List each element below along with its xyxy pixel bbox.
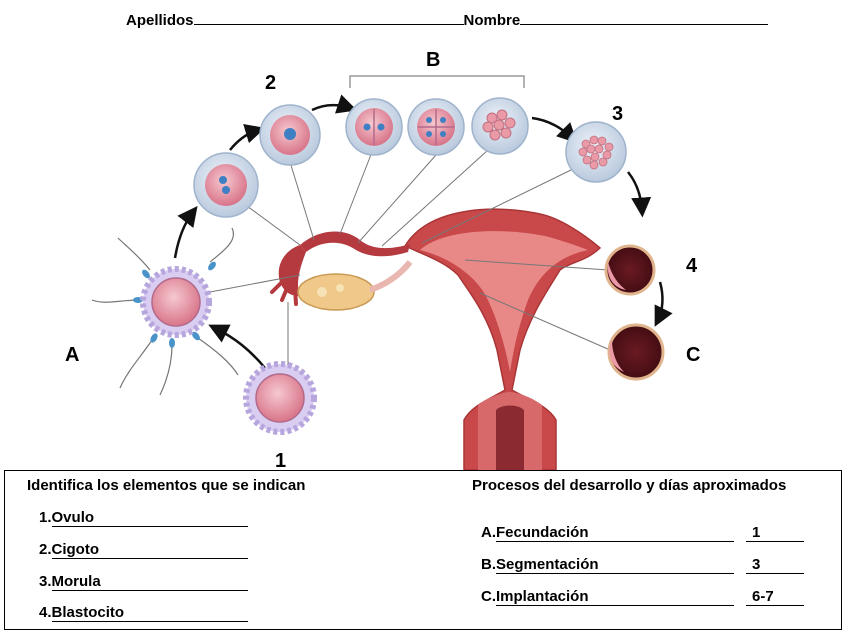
process-item-C: C.Implantación 6-7 bbox=[481, 588, 804, 606]
process-answer: Implantación bbox=[496, 588, 589, 605]
uterus bbox=[403, 208, 602, 470]
element-answer: Morula bbox=[51, 573, 101, 590]
zygote bbox=[259, 104, 321, 166]
b-bracket bbox=[349, 75, 525, 88]
element-answer-field[interactable]: Cigoto bbox=[51, 541, 248, 559]
process-answer: Fecundación bbox=[496, 524, 589, 541]
element-answer-field[interactable]: Blastocito bbox=[51, 604, 248, 622]
label-A: A bbox=[65, 344, 79, 366]
leader-lines bbox=[209, 149, 611, 368]
element-answer: Ovulo bbox=[51, 509, 95, 526]
zygote-two-pronuclei bbox=[193, 152, 259, 218]
element-answer-field[interactable]: Ovulo bbox=[51, 509, 248, 527]
process-days: 6-7 bbox=[752, 588, 774, 605]
element-num: 3. bbox=[39, 573, 52, 590]
fertilization-diagram: A B C 1 2 3 4 bbox=[65, 49, 700, 470]
fallopian-tube bbox=[270, 231, 410, 306]
nombre-blank[interactable] bbox=[520, 8, 769, 25]
label-B: B bbox=[426, 49, 440, 71]
process-answer: Segmentación bbox=[496, 556, 599, 573]
ovary bbox=[297, 260, 413, 311]
process-days-field[interactable]: 6-7 bbox=[746, 588, 804, 606]
apellidos-label: Apellidos bbox=[126, 12, 194, 29]
blastocyst bbox=[604, 244, 656, 296]
answer-panel: Identifica los elementos que se indican … bbox=[4, 470, 842, 630]
process-answer-field[interactable]: Segmentación bbox=[496, 556, 734, 574]
process-letter: A. bbox=[481, 524, 496, 541]
egg-fertilization bbox=[140, 266, 212, 338]
process-letter: B. bbox=[481, 556, 496, 573]
header-row: Apellidos Nombre bbox=[126, 8, 769, 29]
process-answer-field[interactable]: Implantación bbox=[496, 588, 734, 606]
nombre-label: Nombre bbox=[463, 12, 521, 29]
element-num: 2. bbox=[39, 541, 52, 558]
label-3: 3 bbox=[612, 103, 623, 125]
eight-cell-embryo bbox=[471, 97, 529, 155]
process-days: 3 bbox=[752, 556, 761, 573]
element-item-4: 4.Blastocito bbox=[39, 604, 248, 622]
arrows bbox=[173, 94, 673, 369]
element-num: 4. bbox=[39, 604, 52, 621]
process-answer-field[interactable]: Fecundación bbox=[496, 524, 734, 542]
element-item-1: 1.Ovulo bbox=[39, 509, 248, 527]
element-num: 1. bbox=[39, 509, 52, 526]
morula bbox=[565, 121, 627, 183]
element-answer: Cigoto bbox=[51, 541, 99, 558]
right-panel-title: Procesos del desarrollo y días aproximad… bbox=[472, 477, 787, 494]
ovum bbox=[243, 361, 317, 435]
label-1: 1 bbox=[275, 450, 286, 470]
left-panel-title: Identifica los elementos que se indican bbox=[27, 477, 306, 494]
four-cell-embryo bbox=[407, 98, 465, 156]
process-days: 1 bbox=[752, 524, 761, 541]
process-days-field[interactable]: 1 bbox=[746, 524, 804, 542]
process-item-B: B.Segmentación 3 bbox=[481, 556, 804, 574]
process-days-field[interactable]: 3 bbox=[746, 556, 804, 574]
label-4: 4 bbox=[686, 255, 698, 277]
process-item-A: A.Fecundación 1 bbox=[481, 524, 804, 542]
element-item-2: 2.Cigoto bbox=[39, 541, 248, 559]
element-item-3: 3.Morula bbox=[39, 573, 248, 591]
label-2: 2 bbox=[265, 72, 276, 94]
apellidos-blank[interactable] bbox=[193, 8, 464, 25]
element-answer: Blastocito bbox=[51, 604, 125, 621]
implantation bbox=[607, 323, 665, 381]
label-C: C bbox=[686, 344, 700, 366]
process-letter: C. bbox=[481, 588, 496, 605]
element-answer-field[interactable]: Morula bbox=[51, 573, 248, 591]
two-cell-embryo bbox=[345, 98, 403, 156]
